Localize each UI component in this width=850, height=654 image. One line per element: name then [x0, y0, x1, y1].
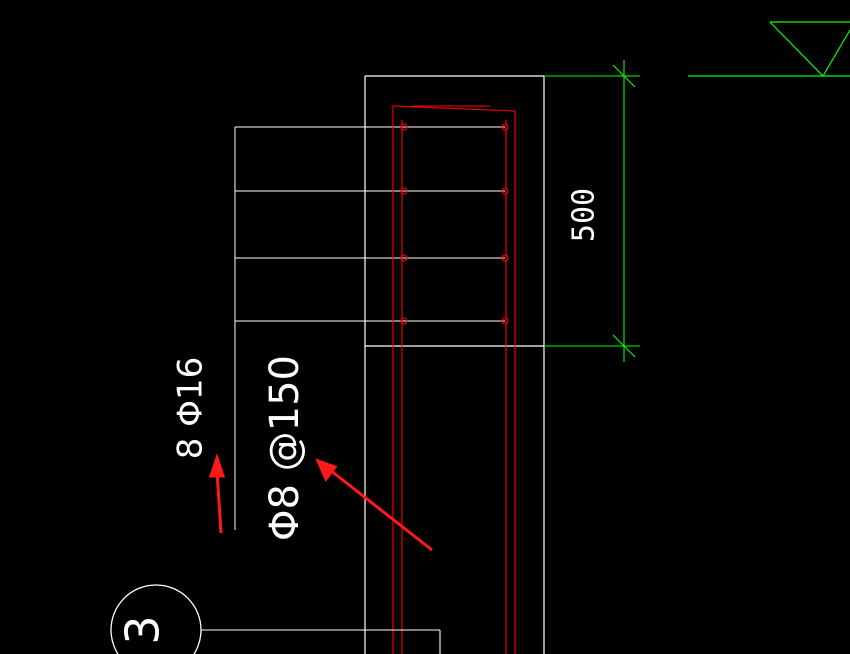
dimension-text: 500 [567, 188, 602, 242]
stirrup-outline [392, 105, 516, 654]
elevation-symbol [769, 21, 850, 77]
longitudinal-rebars [400, 123, 509, 325]
axis-number: 3 [116, 615, 170, 644]
rebar-dot [501, 317, 509, 325]
dimension-500 [544, 60, 640, 362]
stirrup-label: Φ8 @150 [262, 355, 308, 541]
rebar-dot [501, 254, 509, 262]
rebar-leader-lines [234, 126, 505, 530]
column-outline [364, 75, 545, 654]
rebar-dot [400, 187, 408, 195]
rebar-dot [501, 187, 509, 195]
annotation-arrow-stirrup [315, 458, 433, 552]
rebar-label: 8 Φ16 [171, 357, 211, 459]
rebar-dot [400, 317, 408, 325]
axis-marker: 3 [110, 584, 441, 654]
rebar-dot [400, 254, 408, 262]
annotation-arrow-rebar [208, 453, 226, 534]
rebar-dot [501, 123, 509, 131]
rebar-dot [400, 123, 408, 131]
